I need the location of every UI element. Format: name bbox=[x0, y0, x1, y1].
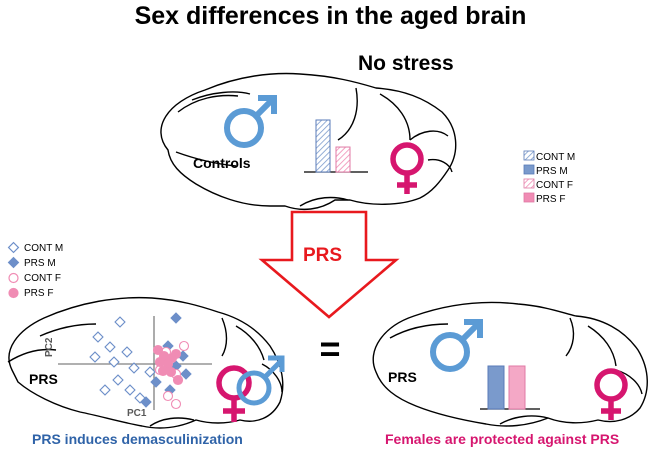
point-cont-m bbox=[114, 316, 126, 328]
bar-chart-top bbox=[304, 119, 368, 173]
legend-left-label: PRS F bbox=[24, 288, 54, 299]
point-cont-m bbox=[121, 346, 133, 358]
point-prs-f bbox=[170, 348, 182, 360]
point-prs-m bbox=[180, 368, 192, 380]
brain-outline-left bbox=[7, 296, 284, 429]
legend-left-label: CONT M bbox=[24, 243, 64, 254]
equals-sign: = bbox=[319, 328, 340, 369]
caption-right: Females are protected against PRS bbox=[385, 431, 620, 447]
brain-outline-top bbox=[160, 72, 457, 211]
pc1-axis-label: PC1 bbox=[127, 408, 147, 419]
male-symbol-icon bbox=[430, 319, 483, 372]
marker-filled-diamond bbox=[7, 256, 20, 269]
point-cont-m bbox=[89, 351, 101, 363]
legend-top: CONT M PRS M CONT F PRS F bbox=[523, 150, 575, 206]
legend-left: CONT M PRS M CONT F PRS F bbox=[6, 241, 63, 301]
caption-left: PRS induces demasculinization bbox=[32, 431, 243, 447]
female-symbol-icon bbox=[390, 142, 424, 194]
legend-left-label: CONT F bbox=[24, 273, 62, 284]
marker-open-diamond bbox=[7, 241, 20, 254]
bar-prs-f bbox=[508, 365, 526, 410]
prs-arrow-label: PRS bbox=[303, 245, 343, 266]
legend-left-item: CONT F bbox=[6, 271, 63, 286]
page-title: Sex differences in the aged brain bbox=[134, 2, 527, 30]
controls-label: Controls bbox=[193, 155, 251, 171]
point-cont-m bbox=[104, 341, 116, 353]
legend-left-item: PRS M bbox=[6, 256, 63, 271]
point-prs-f bbox=[172, 374, 184, 386]
point-prs-m bbox=[170, 312, 182, 324]
point-cont-f bbox=[170, 398, 182, 410]
point-cont-m bbox=[92, 331, 104, 343]
legend-left-item: PRS F bbox=[6, 286, 63, 301]
pc2-axis-label: PC2 bbox=[44, 337, 55, 357]
legend-top-label: CONT M bbox=[536, 151, 576, 163]
point-cont-m bbox=[128, 362, 140, 374]
point-cont-m bbox=[124, 384, 136, 396]
point-cont-f bbox=[162, 390, 174, 402]
swatch-prs-m bbox=[523, 164, 535, 175]
down-arrow-icon bbox=[258, 210, 400, 319]
point-prs-f bbox=[152, 344, 164, 356]
brain-outline-right bbox=[372, 301, 648, 427]
male-symbol-icon bbox=[236, 355, 285, 406]
swatch-cont-m bbox=[523, 150, 535, 161]
no-stress-label: No stress bbox=[358, 52, 454, 75]
swatch-cont-f bbox=[523, 178, 535, 189]
legend-top-item: PRS F bbox=[523, 192, 575, 206]
point-cont-m bbox=[112, 374, 124, 386]
legend-top-item: CONT M bbox=[523, 150, 575, 164]
bar-prs-m bbox=[487, 365, 505, 410]
prs-label-right: PRS bbox=[388, 369, 417, 385]
swatch-prs-f bbox=[523, 192, 535, 203]
legend-left-markers bbox=[7, 241, 20, 299]
point-cont-m bbox=[99, 384, 111, 396]
point-cont-m bbox=[144, 366, 156, 378]
legend-top-label: PRS F bbox=[536, 193, 566, 205]
bar-cont-f bbox=[335, 146, 351, 173]
bar-chart-right bbox=[480, 365, 540, 410]
legend-left-item: CONT M bbox=[6, 241, 63, 256]
marker-filled-circle bbox=[8, 287, 19, 299]
male-symbol-icon bbox=[224, 95, 277, 148]
legend-top-label: CONT F bbox=[536, 179, 574, 191]
female-symbol-icon bbox=[594, 368, 628, 420]
scatter-axes bbox=[58, 316, 212, 410]
legend-top-item: CONT F bbox=[523, 178, 575, 192]
scatter-points bbox=[89, 312, 192, 410]
legend-top-swatches bbox=[523, 150, 535, 203]
point-prs-m bbox=[150, 376, 162, 388]
bar-cont-m bbox=[315, 119, 331, 173]
female-symbol-icon bbox=[216, 365, 252, 422]
marker-open-circle bbox=[8, 272, 19, 284]
point-prs-f bbox=[165, 366, 177, 378]
point-prs-m bbox=[140, 396, 152, 408]
legend-top-item: PRS M bbox=[523, 164, 575, 178]
legend-left-label: PRS M bbox=[24, 258, 56, 269]
point-cont-m bbox=[108, 356, 120, 368]
legend-top-label: PRS M bbox=[536, 165, 568, 177]
point-cont-f bbox=[178, 340, 190, 352]
prs-label-left: PRS bbox=[29, 371, 58, 387]
